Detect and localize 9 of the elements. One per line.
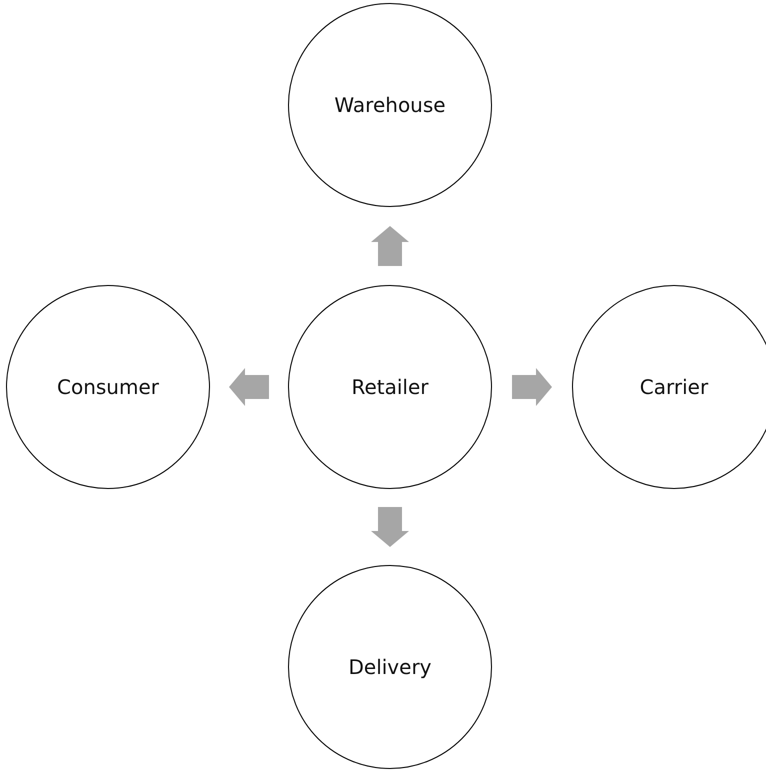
block-arrow: [371, 507, 409, 547]
block-arrow: [229, 368, 269, 406]
node-label: Warehouse: [334, 93, 446, 117]
node-label: Carrier: [640, 375, 708, 399]
node-label: Retailer: [351, 375, 429, 399]
node-label: Delivery: [348, 655, 432, 679]
block-arrow: [371, 226, 409, 266]
node-label: Consumer: [57, 375, 159, 399]
block-arrow: [512, 368, 552, 406]
